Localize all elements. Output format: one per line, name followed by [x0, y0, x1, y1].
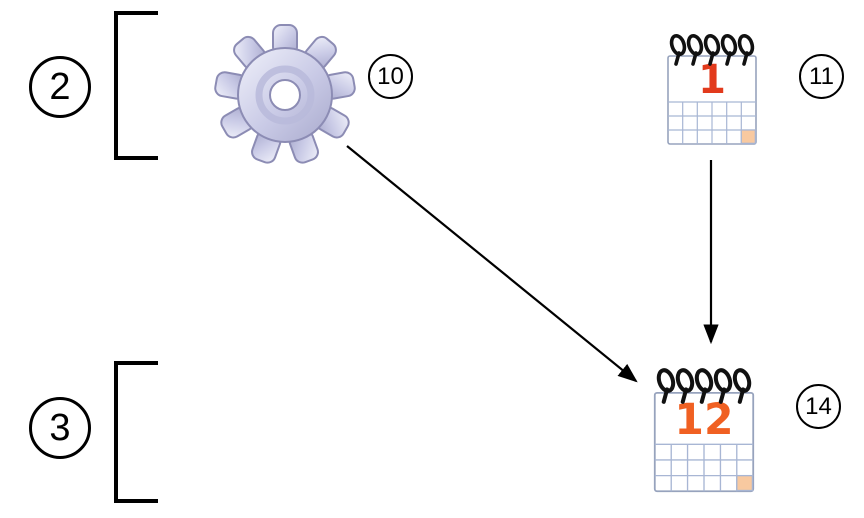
calendar-day-number: 1 [698, 57, 726, 103]
badge-row-3: 3 [29, 397, 91, 459]
gear-hub-hole [269, 79, 301, 111]
arrow-gear-to-calendar12 [346, 145, 638, 383]
badge-node-11: 11 [799, 54, 844, 99]
bracket-group-2 [114, 11, 158, 160]
calendar-spiral-binding [656, 368, 752, 404]
badge-node-11-label: 11 [809, 62, 834, 90]
gear-inner-ring [255, 65, 315, 125]
badge-node-14-label: 14 [805, 392, 832, 420]
badge-node-10-label: 10 [377, 62, 404, 90]
calendar-day-number: 12 [674, 396, 733, 445]
badge-row-2-label: 2 [49, 66, 71, 108]
calendar-icon-day1: 1 [667, 33, 757, 145]
bracket-group-3 [114, 361, 158, 503]
badge-node-10: 10 [368, 54, 413, 99]
gear-icon [214, 24, 356, 164]
badge-row-2: 2 [29, 56, 91, 118]
calendar-corner-cell [740, 129, 756, 144]
badge-row-3-label: 3 [49, 407, 71, 449]
badge-node-14: 14 [796, 384, 841, 429]
calendar-corner-cell [736, 474, 754, 492]
calendar-spiral-binding [669, 33, 755, 66]
calendar-icon-day12: 12 [653, 368, 755, 493]
